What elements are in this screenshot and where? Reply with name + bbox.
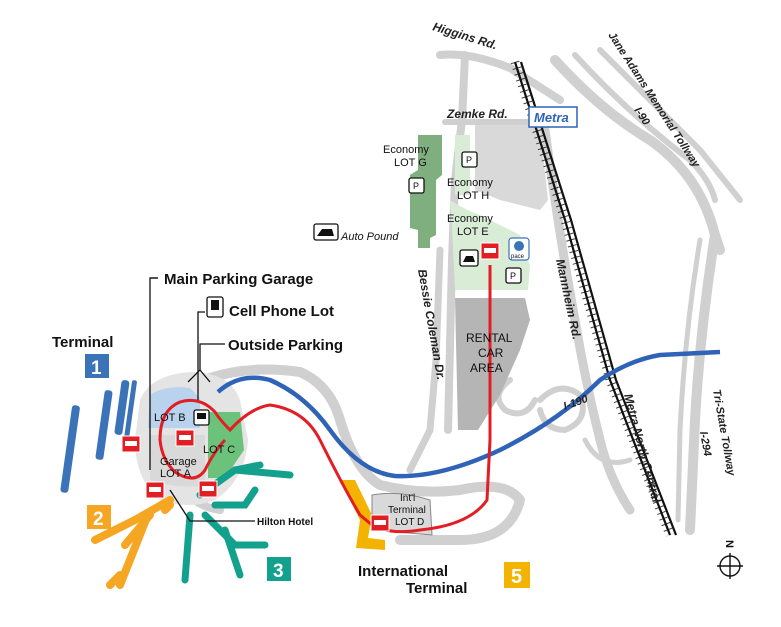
economy-lot-g-label: LOT G (394, 157, 427, 169)
metra-rail (510, 60, 678, 537)
svg-text:1: 1 (91, 358, 102, 379)
ats-station-icon (370, 514, 390, 532)
economy-lot-e-label: Economy (447, 213, 493, 225)
svg-text:5: 5 (511, 566, 522, 588)
main-parking-garage-label: Main Parking Garage (164, 271, 313, 288)
economy-lot-e-label: LOT E (457, 226, 489, 238)
metra-logo: Metra (528, 106, 578, 128)
economy-lot-h-label: LOT H (457, 190, 489, 202)
parking-bus-icons: P P P (193, 151, 522, 426)
intl-lot-d-label: Int'l (400, 493, 415, 504)
ats-station-icon (145, 481, 165, 499)
metra-north-central-label: Metra North Central (621, 392, 664, 504)
tram-icon (193, 409, 210, 426)
svg-text:Metra: Metra (534, 110, 569, 125)
bessie-coleman-label: Bessie Coleman Dr. (415, 268, 448, 381)
parking-shuttle-icon: P (461, 151, 478, 168)
ats-airport-transit-line (158, 265, 492, 534)
auto-pound-label: Auto Pound (340, 231, 399, 243)
i-294-label: I-294 (697, 430, 713, 457)
tristate-tollway-label: Tri-State Tollway (710, 388, 737, 477)
lot-b[interactable] (148, 387, 200, 428)
terminal-1-badge[interactable]: 1 (85, 354, 109, 379)
parking-shuttle-icon: P (408, 177, 425, 194)
terminal-1-label: Terminal (52, 334, 113, 351)
intl-lot-d-label: Terminal (388, 505, 426, 516)
cell-phone-lot-label: Cell Phone Lot (229, 303, 334, 320)
tow-truck-icon (459, 249, 479, 267)
rental-car-label: AREA (470, 361, 503, 375)
i-190-highway (216, 349, 721, 479)
parking-shuttle-icon: P (505, 267, 522, 284)
garage-lot-a-label: LOT A (160, 468, 192, 480)
svg-text:P: P (466, 155, 472, 165)
terminal-2-badge[interactable]: 2 (87, 505, 111, 530)
economy-lots (410, 125, 548, 430)
hilton-hotel-label: Hilton Hotel (257, 517, 313, 528)
rental-car-label: RENTAL (466, 331, 513, 345)
terminal-1-concourses (60, 380, 137, 493)
ats-station-icon (480, 242, 500, 260)
svg-text:N: N (723, 540, 735, 548)
road-network (169, 47, 743, 545)
garage-lot-a[interactable] (150, 435, 205, 487)
terminal-3-badge[interactable]: 3 (267, 557, 291, 582)
ats-station-icon (121, 435, 141, 453)
economy-lot-g-label: Economy (383, 144, 429, 156)
rental-car-label: CAR (478, 346, 504, 360)
intl-lot-d-label: LOT D (395, 517, 424, 528)
garage-lot-a-label: Garage (160, 456, 197, 468)
outside-parking-label: Outside Parking (228, 337, 343, 354)
higgins-rd-label: Higgins Rd. (431, 19, 499, 52)
svg-text:2: 2 (93, 509, 104, 530)
economy-lot-h-label: Economy (447, 177, 493, 189)
tow-truck-icon (313, 223, 339, 241)
zemke-rd-label: Zemke Rd. (446, 107, 508, 121)
ats-station-icons (121, 242, 500, 532)
economy-lot-g[interactable] (410, 135, 442, 248)
cell-phone-icon (206, 296, 224, 318)
ats-station-icon (198, 480, 218, 498)
svg-text:P: P (413, 181, 419, 191)
svg-text:P: P (510, 271, 516, 281)
lot-c-label: LOT C (203, 444, 235, 456)
international-terminal-label: International (358, 563, 448, 580)
svg-text:pace: pace (511, 254, 525, 260)
terminal-3-concourses (181, 461, 294, 584)
pace-logo: pace (508, 237, 530, 261)
terminal-5-badge[interactable]: 5 (504, 562, 530, 588)
lot-b-label: LOT B (154, 412, 186, 424)
terminal-2-concourses (91, 496, 174, 589)
svg-text:3: 3 (273, 561, 284, 582)
international-terminal-label: Terminal (406, 580, 467, 597)
lot-c[interactable] (208, 412, 244, 478)
ats-station-icon (175, 429, 195, 447)
north-arrow-icon: N (717, 540, 743, 579)
metra-parking-area (475, 125, 548, 210)
callout-lines (149, 277, 255, 522)
i-190-label: I-190 (562, 393, 590, 413)
rental-car-area[interactable] (455, 298, 530, 430)
